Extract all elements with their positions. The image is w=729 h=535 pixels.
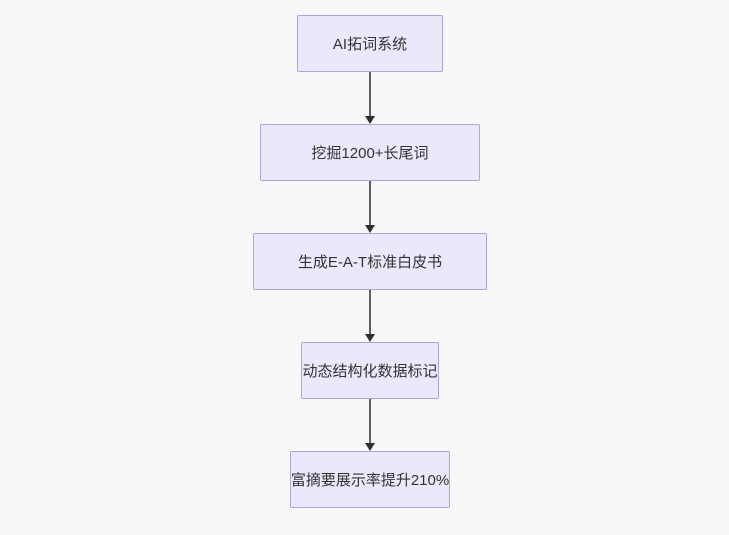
flowchart-node-structured-data: 动态结构化数据标记 (301, 342, 439, 399)
arrow-line (369, 72, 371, 116)
flowchart-node-ai-system: AI拓词系统 (297, 15, 443, 72)
flowchart-node-rich-snippet-result: 富摘要展示率提升210% (289, 451, 451, 508)
arrow-line (369, 399, 371, 443)
flow-arrow-3-4 (364, 290, 376, 342)
arrowhead-down-icon (365, 443, 375, 451)
node-label: 富摘要展示率提升210% (290, 472, 450, 489)
arrowhead-down-icon (365, 225, 375, 233)
arrowhead-down-icon (365, 116, 375, 124)
node-label: 动态结构化数据标记 (302, 363, 438, 380)
node-label: 生成E-A-T标准白皮书 (297, 254, 443, 271)
arrow-line (369, 290, 371, 334)
flow-arrow-4-5 (364, 399, 376, 451)
flowchart-node-longtail-mining: 挖掘1200+长尾词 (260, 124, 480, 181)
flow-arrow-2-3 (364, 181, 376, 233)
node-label: AI拓词系统 (332, 36, 408, 53)
flowchart: AI拓词系统 挖掘1200+长尾词 生成E-A-T标准白皮书 动态结构化数据标记… (253, 15, 487, 508)
flowchart-node-eat-whitepaper: 生成E-A-T标准白皮书 (253, 233, 487, 290)
arrow-line (369, 181, 371, 225)
node-label: 挖掘1200+长尾词 (311, 145, 429, 162)
arrowhead-down-icon (365, 334, 375, 342)
flow-arrow-1-2 (364, 72, 376, 124)
